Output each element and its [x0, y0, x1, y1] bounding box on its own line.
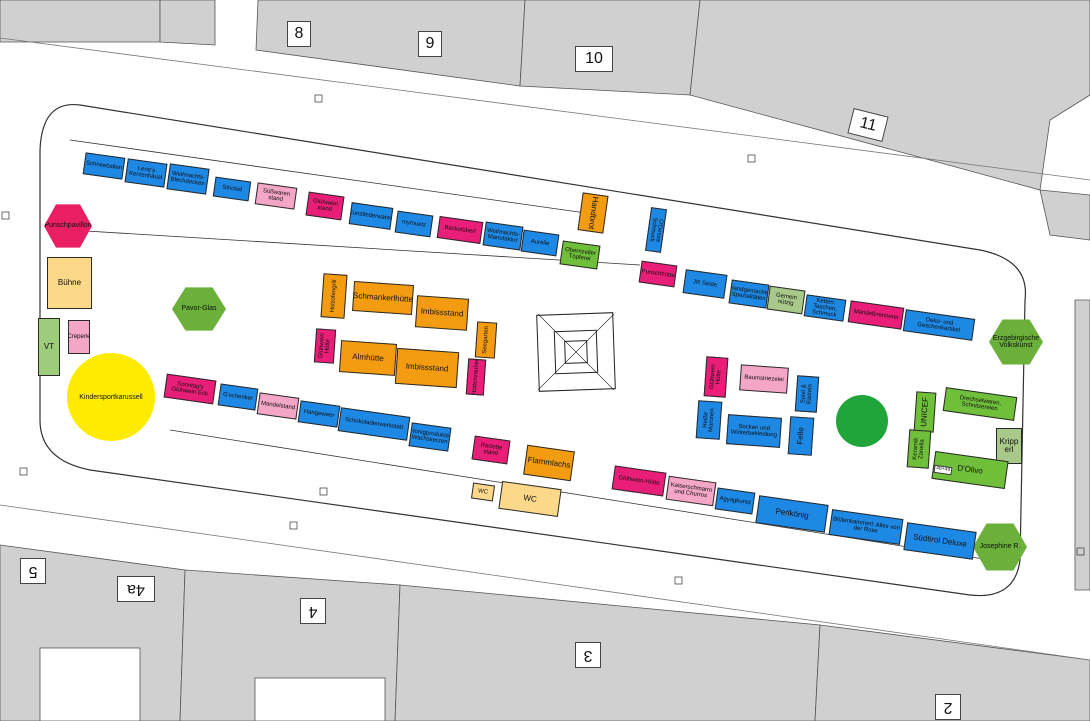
stall-schmankerlhuette[interactable]: Schmankerlhütte [352, 280, 414, 316]
stall-holzofengrill[interactable]: Holzofengrill [320, 273, 348, 319]
house-number: 4a [117, 576, 155, 602]
stall-weihnachtsmanufaktur[interactable]: Weihnachts-Manufaktur [482, 221, 524, 251]
stall-unicef[interactable]: UNICEF [913, 391, 937, 433]
stall-vt[interactable]: VT [38, 318, 60, 376]
stall-weihnachtsblechdecken[interactable]: Weihnachts-Blechdecken [166, 163, 210, 195]
building [394, 584, 821, 721]
building [159, 0, 216, 46]
stall-wc-small[interactable]: WC [470, 482, 496, 502]
stall-felle[interactable]: Felle [787, 416, 815, 456]
tree [836, 395, 888, 447]
building [1074, 299, 1090, 591]
stall-imbissstand-mid[interactable]: Imbissstand [394, 347, 460, 389]
house-number: 9 [418, 31, 442, 57]
stall-spiel-basteln[interactable]: Spiel & Basteln [794, 375, 820, 413]
building [814, 624, 1090, 721]
stall-punschpavillon[interactable]: Punschpavillon [44, 204, 92, 248]
house-number: 10 [575, 46, 613, 72]
stall-pavor-glas[interactable]: Pavor-Glas [172, 287, 226, 331]
monument [536, 312, 616, 392]
courtyard [254, 677, 386, 721]
stall-creperie[interactable]: Creperie [68, 320, 90, 354]
courtyard [39, 647, 141, 721]
stall-gluehwein-top[interactable]: Glühwein stand [305, 191, 345, 221]
stall-gluehwein-huette-left[interactable]: Glühwein Hütte [313, 328, 337, 364]
stall-almhuette[interactable]: Almhütte [338, 340, 398, 376]
street-line [0, 504, 1090, 661]
kindersportkarussell[interactable]: Kindersportkarussell [67, 353, 155, 441]
stall-flammlachs[interactable]: Flammlachs [523, 444, 575, 482]
stall-raclettestand[interactable]: Raclette stand [471, 435, 511, 465]
stall-imbissstand-top[interactable]: Imbissstand [414, 295, 470, 331]
house-number: 3 [575, 642, 601, 668]
street-line [0, 37, 1090, 181]
stall-heisse-maronen[interactable]: Heiße Maronen [695, 400, 723, 440]
house-number: 8 [287, 21, 311, 47]
stall-obernzeller-toepferei[interactable]: Obernzeller Töpferei [559, 240, 601, 270]
building [689, 0, 1090, 191]
stall-seegarten[interactable]: Seegarten [474, 321, 498, 359]
stall-buehne[interactable]: Bühne [47, 257, 92, 309]
stall-gluehwein-huette-right[interactable]: Glühwein Hütte [703, 356, 729, 398]
stall-keramik-zanella[interactable]: Keramik Zanella [906, 429, 932, 469]
plaza-inner-line [69, 229, 641, 266]
house-number: 4 [300, 598, 326, 624]
stall-huettenzauber[interactable]: Hüttenzauber [465, 358, 487, 396]
stall-socken-winterbekleidung[interactable]: Socken und Winterbekleidung [726, 414, 782, 448]
stall-krippe[interactable]: Kripp erl [996, 428, 1022, 464]
plaza-outline [39, 103, 1027, 597]
stall-baumstriezelei[interactable]: Baumstriezelei [739, 364, 789, 394]
stall-spezialitaeten[interactable]: Handgemachte Spezialitäten [728, 279, 770, 309]
house-number: 5 [20, 558, 46, 584]
stall-handbrot[interactable]: Handbrot [577, 192, 609, 234]
manhole-markers [1, 94, 1085, 585]
plaza-inner-line [69, 139, 601, 216]
stall-gemeinnuetzig[interactable]: Gemein nützig [766, 285, 806, 315]
building [1039, 189, 1090, 241]
building [0, 0, 161, 43]
house-number: 2 [935, 694, 961, 720]
